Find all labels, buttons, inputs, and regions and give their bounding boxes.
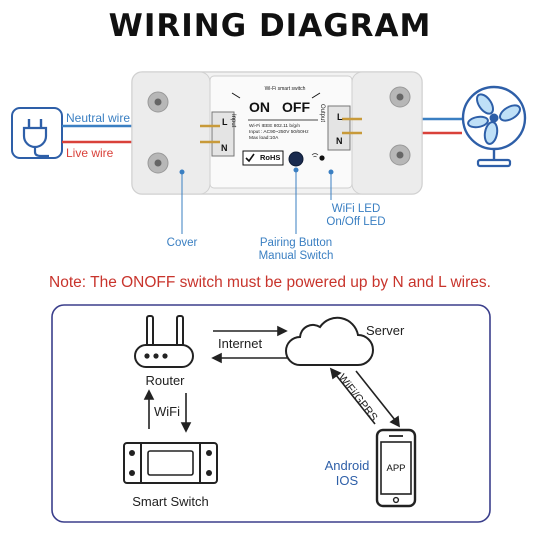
callout-lines (179, 167, 334, 234)
cover-label: Cover (166, 237, 198, 249)
live-wire-label: Live wire (66, 146, 114, 160)
input-terminal-n: N (221, 143, 228, 153)
switch-on-label: ON (249, 99, 270, 115)
switch-model-label: Wi-Fi smart switch (264, 86, 306, 92)
fan-icon (461, 85, 527, 168)
server-label: Server (366, 323, 405, 338)
neutral-wire-label: Neutral wire (66, 111, 131, 125)
switch-off-label: OFF (282, 99, 310, 115)
switch-spec-text: Wi-Fi IEEE 802.11 b/g/n Input : AC90~250… (249, 124, 309, 141)
phone-app-label: APP (386, 463, 406, 474)
input-terminal-l: L (222, 117, 228, 127)
pairing-button-label: Pairing Button Manual Switch (258, 237, 334, 262)
router-icon (134, 315, 194, 368)
output-terminal-n: N (336, 136, 343, 146)
phone-icon (375, 428, 417, 508)
platform-label: Android IOS (324, 458, 370, 488)
smart-switch-device (131, 71, 423, 195)
wifi-gprs-arrows (329, 367, 400, 428)
plug-icon (11, 107, 63, 159)
wifi-led-label: WiFi LED On/Off LED (326, 203, 386, 228)
smart-switch-label: Smart Switch (132, 494, 209, 509)
power-note: Note: The ONOFF switch must be powered u… (49, 274, 491, 291)
wifi-arrows (143, 389, 192, 433)
output-label: Output (319, 104, 325, 123)
internet-arrows (211, 325, 288, 364)
router-label: Router (145, 373, 185, 388)
input-label: Input (230, 114, 236, 128)
wifi-label: WiFi (154, 404, 180, 419)
page-title: WIRING DIAGRAM (108, 8, 432, 44)
cloud-icon (285, 316, 374, 366)
rohs-label: RoHS (260, 153, 281, 162)
output-terminal-l: L (337, 112, 343, 122)
smart-switch-icon (123, 442, 218, 484)
internet-label: Internet (218, 336, 263, 351)
network-panel (51, 304, 491, 523)
